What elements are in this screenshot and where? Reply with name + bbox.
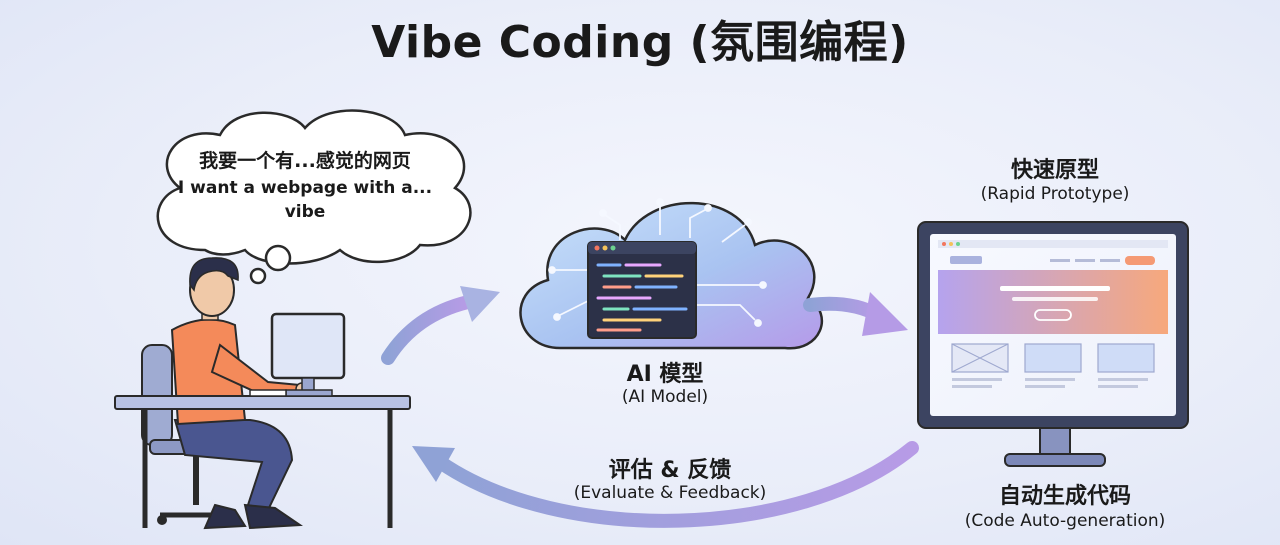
- codegen-label-cn: 自动生成代码: [998, 484, 1131, 509]
- circuit-lines-icon: [548, 198, 767, 327]
- webpage-mockup-icon: [938, 240, 1168, 388]
- prototype-label-cn: 快速原型: [1010, 158, 1099, 183]
- feedback-label-en: (Evaluate & Feedback): [573, 483, 767, 503]
- arrow-to-ai-icon: [381, 286, 500, 365]
- ai-model-label-en: (AI Model): [621, 387, 709, 407]
- feedback-arrow-icon: [412, 441, 919, 528]
- thought-text-cn: 我要一个有...感觉的网页: [199, 150, 411, 172]
- prototype-label-en: (Rapid Prototype): [980, 184, 1130, 204]
- diagram-title: Vibe Coding (氛围编程): [371, 17, 909, 68]
- computer-monitor-icon: [917, 221, 1189, 467]
- thought-text-en-line1: I want a webpage with a...: [177, 178, 433, 198]
- thought-bubble-icon: [156, 109, 472, 285]
- ai-model-label-cn: AI 模型: [626, 362, 704, 387]
- ai-cloud-icon: [519, 198, 824, 350]
- arrow-to-prototype-icon: [803, 292, 908, 336]
- code-window-icon: [587, 241, 697, 339]
- person-at-desk-icon: [114, 257, 411, 530]
- thought-text-en-line2: vibe: [284, 202, 326, 222]
- codegen-label-en: (Code Auto-generation): [964, 511, 1166, 531]
- feedback-label-cn: 评估 & 反馈: [608, 458, 732, 483]
